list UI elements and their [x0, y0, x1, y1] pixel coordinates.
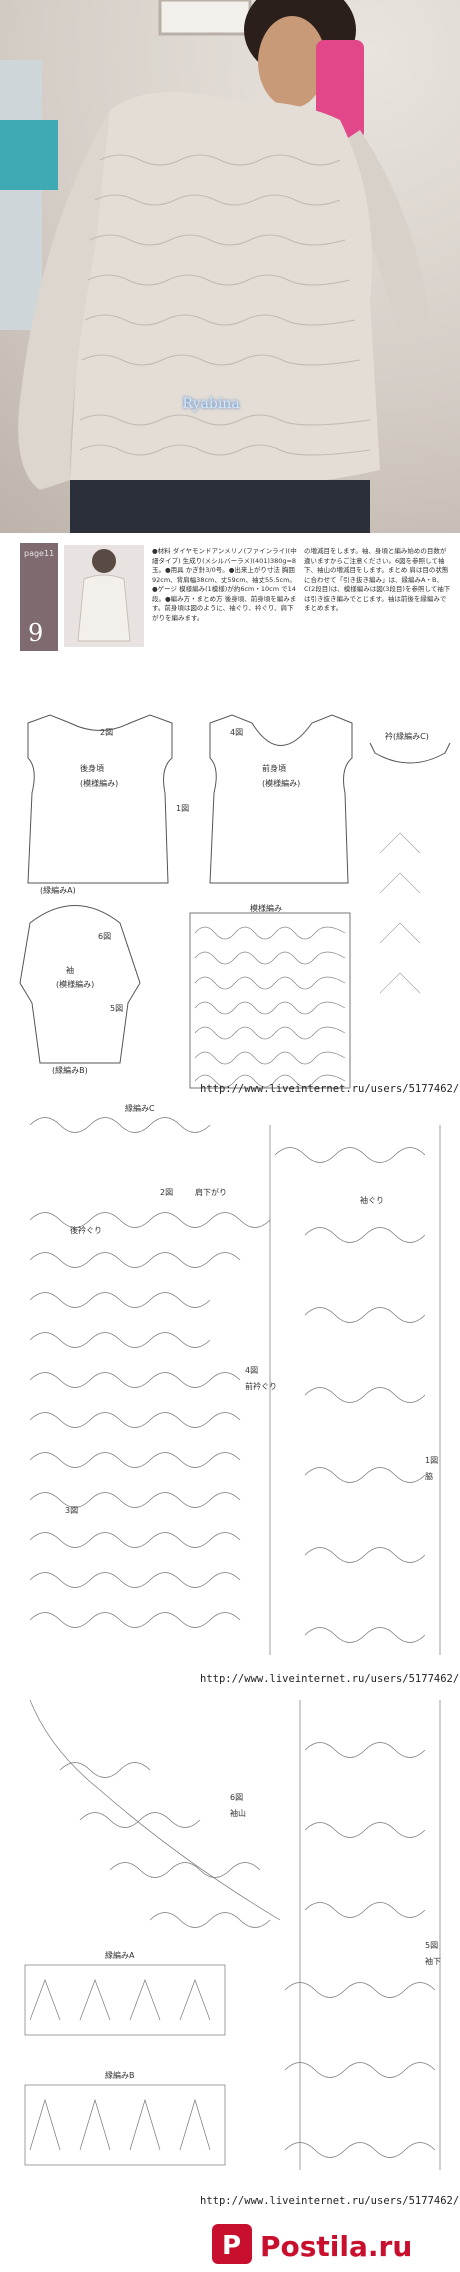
stitch-symbols: [379, 832, 421, 994]
teal-object: [0, 120, 58, 190]
thumbnail-illustration: [77, 549, 131, 642]
lace-sweater: [70, 92, 380, 488]
label-edge-c: 衿(縁編みC): [385, 732, 429, 741]
label-fig5: 5図: [110, 1004, 124, 1013]
model-photo: Ryabina: [0, 0, 460, 533]
label-armhole: 袖ぐり: [360, 1196, 384, 1205]
label-back: 後身頃: [80, 764, 104, 773]
model-thumbnail: [64, 545, 144, 647]
shelf: [0, 60, 42, 330]
schematic-diagrams: 後身頃 (模様編み) 2図 前身頃 (模様編み) 4図 1図 衿(縁編みC) 袖…: [0, 683, 460, 1095]
label-front: 前身頃: [262, 764, 286, 773]
logo-mark: [212, 2224, 252, 2264]
label-back-sub: (模様編み): [80, 779, 119, 788]
jeans: [70, 480, 370, 533]
footer: P Postila.ru: [0, 2214, 460, 2272]
face: [258, 16, 326, 108]
sleeve-outline: [19, 905, 141, 1064]
sleeve-chart-drawing: [24, 1699, 441, 2170]
sleeve-cap-rows: [29, 1699, 281, 1928]
left-sleeve: [18, 110, 110, 490]
label-sleeve-under: 袖下: [425, 1957, 441, 1966]
label-edge-b: (縁編みB): [52, 1066, 88, 1075]
sleeve-side-rows: [284, 1700, 441, 2170]
label-sleeve-sub: (模様編み): [56, 980, 95, 989]
label-fig2: 2図: [160, 1188, 174, 1197]
pattern-info: page11 9 ●材料 ダイヤモンドアンメリノ(ファインライ)(中細タイプ) …: [0, 533, 460, 683]
logo-text: Postila.ru: [260, 2230, 412, 2263]
back-outline: [27, 714, 173, 884]
photo-watermark: Ryabina: [182, 396, 240, 412]
wall-frame: [158, 0, 252, 36]
materials-column: ●材料 ダイヤモンドアンメリノ(ファインライ)(中細タイプ) 生成り(メシルバー…: [152, 547, 297, 622]
logo-illustration: P Postila.ru: [212, 2224, 412, 2264]
collar-outline: [369, 742, 451, 764]
label-pattern: 模様編み: [250, 904, 282, 913]
page-number: 9: [28, 619, 44, 647]
label-back-neck: 後衿ぐり: [70, 1226, 102, 1235]
page-label: page11: [24, 549, 55, 558]
svg-text:P: P: [222, 2231, 241, 2261]
label-fig5: 5図: [425, 1941, 439, 1950]
postila-logo[interactable]: P Postila.ru: [212, 2220, 452, 2268]
lace-pattern: [79, 154, 371, 456]
label-fig3: 3図: [65, 1506, 79, 1515]
front-outline: [209, 714, 353, 884]
label-shoulder: 肩下がり: [195, 1188, 227, 1197]
label-edge-a: (縁編みA): [40, 886, 76, 895]
label-front-sub: (模様編み): [262, 779, 301, 788]
label-side: 脇: [425, 1472, 433, 1481]
page-card: page11 9: [20, 543, 58, 651]
label-fig2: 2図: [100, 728, 114, 737]
sleeve-charts: 6図 袖山 縁編みA 縁編みB 5図 袖下 http://www.liveint…: [0, 1690, 460, 2214]
label-fig1: 1図: [425, 1456, 439, 1465]
label-fig6: 6図: [98, 932, 112, 941]
label-fig4: 4図: [245, 1366, 259, 1375]
schematic-drawing: [19, 714, 451, 1089]
label-fig1: 1図: [176, 804, 190, 813]
source-url-2[interactable]: http://www.liveinternet.ru/users/5177462…: [200, 1673, 460, 1685]
source-url-3[interactable]: http://www.liveinternet.ru/users/5177462…: [200, 2195, 460, 2207]
chart-fan-rows: [29, 1117, 271, 1628]
label-edge-b: 縁編みB: [105, 2071, 135, 2080]
label-sleeve-cap: 袖山: [230, 1809, 246, 1818]
label-edge-a: 縁編みA: [105, 1951, 135, 1960]
pattern-chart-frame: [189, 912, 351, 1089]
label-fig6: 6図: [230, 1793, 244, 1802]
source-url-1[interactable]: http://www.liveinternet.ru/users/5177462…: [200, 1083, 460, 1095]
label-front-neck: 前衿ぐり: [245, 1382, 277, 1391]
edge-ab-rows: [24, 1964, 226, 2166]
photo-illustration: [0, 0, 430, 533]
body-charts: 縁編みC 2図 肩下がり 後衿ぐり 4図 前衿ぐり 袖ぐり 3図 1図 脇 ht…: [0, 1095, 460, 1690]
label-edge-c: 縁編みC: [125, 1104, 155, 1113]
label-sleeve: 袖: [66, 966, 74, 975]
body-chart-drawing: [29, 1117, 441, 1655]
right-column-rows: [269, 1125, 441, 1655]
pattern-chart-rows: [194, 926, 346, 1088]
label-fig4: 4図: [230, 728, 244, 737]
method-column: の増減目をします。袖、身頃と編み始めの目数が違いますからご注意ください。6図を参…: [304, 547, 451, 612]
